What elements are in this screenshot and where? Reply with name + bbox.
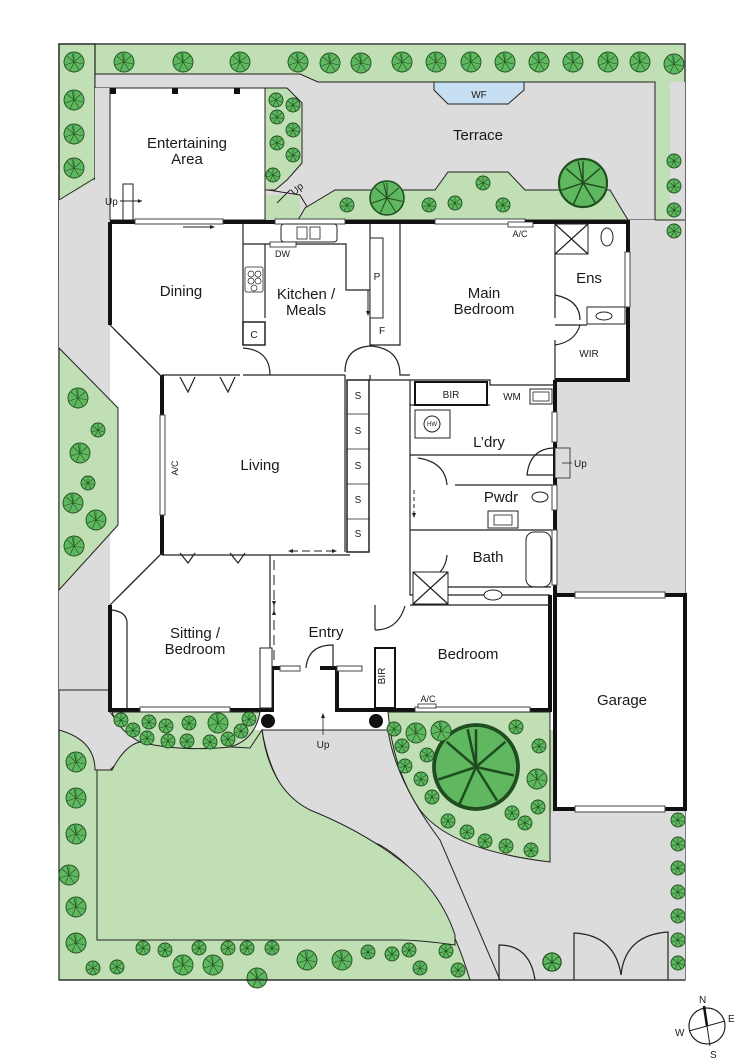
svg-text:Sitting /: Sitting / <box>170 625 221 642</box>
compass-icon: N E S W <box>675 995 735 1061</box>
svg-text:Pwdr: Pwdr <box>484 489 518 506</box>
entertaining-area: Entertaining Area Up <box>105 87 266 221</box>
water-feature: WF <box>433 81 525 105</box>
svg-text:WIR: WIR <box>579 349 598 360</box>
windows <box>134 218 631 713</box>
svg-text:Entertaining: Entertaining <box>147 135 227 152</box>
svg-text:Bath: Bath <box>473 549 504 566</box>
label-dining: Dining <box>160 283 203 300</box>
svg-text:Bedroom: Bedroom <box>165 641 226 658</box>
svg-text:A/C: A/C <box>170 460 180 476</box>
svg-text:Entry: Entry <box>308 624 344 641</box>
svg-text:Main: Main <box>468 285 501 302</box>
svg-text:C: C <box>250 330 257 341</box>
svg-text:WM: WM <box>503 392 521 403</box>
label-terrace: Terrace <box>453 127 503 144</box>
svg-text:S: S <box>355 461 362 472</box>
svg-text:Area: Area <box>171 151 203 168</box>
svg-text:Living: Living <box>240 457 279 474</box>
svg-text:N: N <box>699 995 706 1006</box>
svg-text:S: S <box>355 391 362 402</box>
svg-text:BIR: BIR <box>377 668 388 685</box>
entry: Entry Up <box>261 605 406 751</box>
svg-text:Meals: Meals <box>286 302 326 319</box>
svg-text:BIR: BIR <box>443 390 460 401</box>
svg-text:S: S <box>710 1050 717 1061</box>
svg-text:E: E <box>728 1014 735 1025</box>
svg-text:L’dry: L’dry <box>473 434 505 451</box>
svg-text:Ens: Ens <box>576 270 602 287</box>
svg-text:S: S <box>355 529 362 540</box>
front-gates <box>59 931 685 981</box>
svg-text:Bedroom: Bedroom <box>438 646 499 663</box>
svg-text:F: F <box>379 326 385 337</box>
living: Living A/C S S S S S <box>170 376 370 565</box>
svg-text:DW: DW <box>275 249 290 259</box>
svg-text:WF: WF <box>471 90 487 101</box>
svg-text:Up: Up <box>105 197 118 208</box>
svg-text:Kitchen /: Kitchen / <box>277 286 336 303</box>
svg-text:Bedroom: Bedroom <box>454 301 515 318</box>
svg-text:HW: HW <box>427 422 437 428</box>
sitting-bedroom: Sitting / Bedroom <box>111 560 276 709</box>
svg-text:A/C: A/C <box>420 694 436 704</box>
svg-text:S: S <box>355 495 362 506</box>
storage-cupboards: S S S S S <box>346 379 370 553</box>
svg-text:A/C: A/C <box>512 229 528 239</box>
main-bedroom: Main Bedroom A/C Ens WIR <box>454 221 626 360</box>
svg-text:Up: Up <box>317 740 330 751</box>
service-rooms: BIR WM HW L’dry Up Pwdr Bath <box>412 381 587 605</box>
kitchen: DW C Kitchen / Meals P F <box>242 223 410 376</box>
garage: Garage <box>553 591 687 813</box>
bedroom: Bedroom BIR A/C <box>374 646 499 709</box>
svg-text:S: S <box>355 426 362 437</box>
svg-text:P: P <box>374 272 381 283</box>
svg-text:W: W <box>675 1028 685 1039</box>
svg-text:Up: Up <box>574 459 587 470</box>
svg-text:Garage: Garage <box>597 692 647 709</box>
